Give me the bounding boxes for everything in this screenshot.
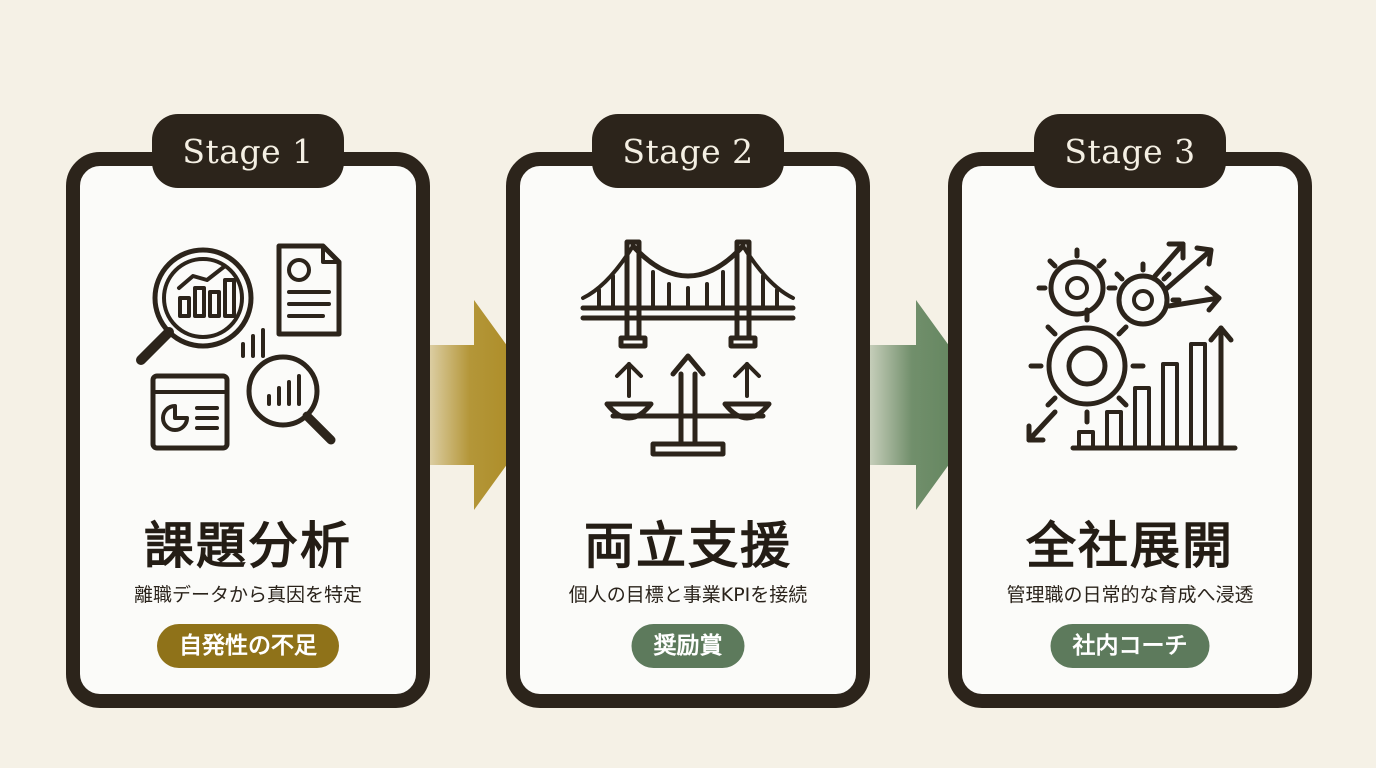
stage-description: 離職データから真因を特定 bbox=[133, 584, 362, 606]
data-analysis-icon bbox=[136, 243, 342, 451]
flow-arrow-1-2 bbox=[404, 300, 550, 510]
stage-tag: 奨励賞 bbox=[631, 624, 745, 668]
stage-description: 管理職の日常的な育成へ浸透 bbox=[1006, 584, 1254, 606]
bridge-balance-icon bbox=[580, 239, 796, 457]
stage-card-1: 課題分析 離職データから真因を特定 自発性の不足 bbox=[66, 152, 430, 708]
gears-growth-icon bbox=[1026, 241, 1238, 451]
stage-card-3: 全社展開 管理職の日常的な育成へ浸透 社内コーチ bbox=[948, 152, 1312, 708]
stage-description: 個人の目標と事業KPIを接続 bbox=[568, 584, 808, 606]
stage-card-2: 両立支援 個人の目標と事業KPIを接続 奨励賞 bbox=[506, 152, 870, 708]
stage-title: 両立支援 bbox=[584, 516, 792, 575]
stage-label-2: Stage 2 bbox=[592, 114, 784, 188]
stage-tag: 自発性の不足 bbox=[157, 624, 339, 668]
stage-label-3: Stage 3 bbox=[1034, 114, 1226, 188]
stage-title: 全社展開 bbox=[1026, 516, 1234, 575]
stage-title: 課題分析 bbox=[144, 516, 352, 575]
stage-tag: 社内コーチ bbox=[1050, 624, 1210, 668]
stage-label-1: Stage 1 bbox=[152, 114, 344, 188]
flow-arrow-2-3 bbox=[846, 300, 992, 510]
